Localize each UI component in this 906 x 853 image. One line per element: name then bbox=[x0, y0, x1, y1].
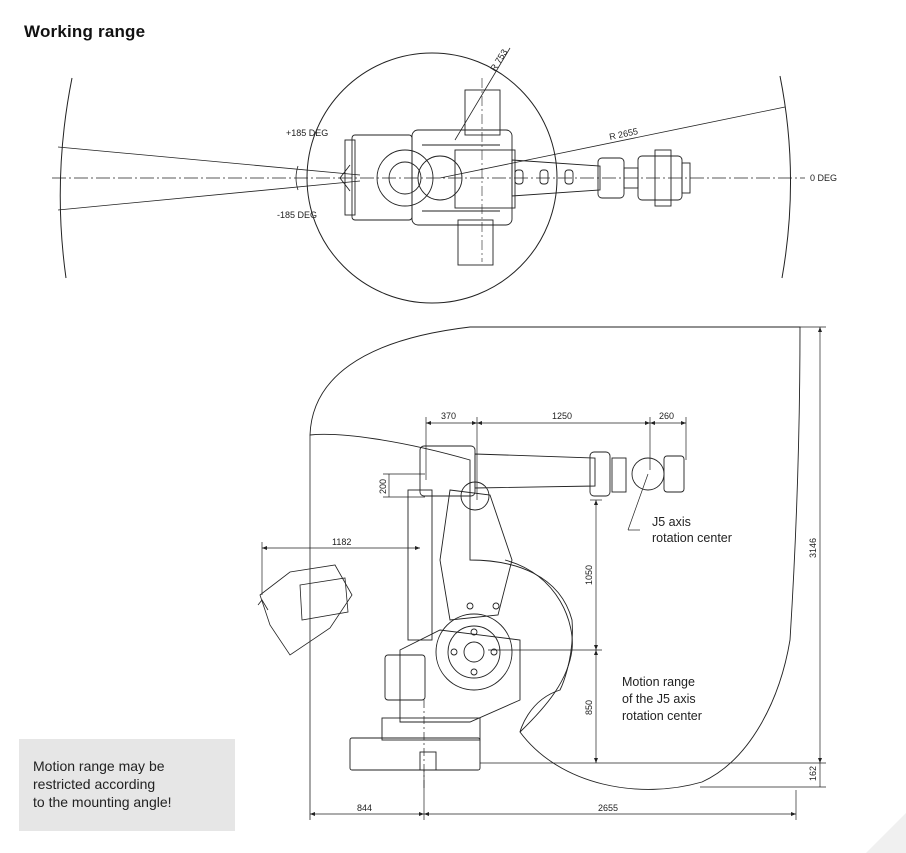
angle-negative-label: -185 DEG bbox=[277, 210, 317, 220]
dim-2655: 2655 bbox=[598, 803, 618, 813]
mounting-note-box: Motion range may be restricted according… bbox=[19, 739, 235, 831]
j5-center-label-line1: J5 axis bbox=[652, 515, 691, 529]
dimension-lines bbox=[261, 326, 826, 820]
motion-range-label: Motion range of the J5 axis rotation cen… bbox=[622, 675, 702, 723]
robot-rear-ghost bbox=[257, 564, 353, 656]
dimension-arrows bbox=[262, 327, 822, 816]
angle-positive-label: +185 DEG bbox=[286, 128, 328, 138]
angle-line-negative bbox=[57, 180, 361, 211]
motion-range-label-line2: of the J5 axis bbox=[622, 692, 696, 706]
outer-envelope bbox=[309, 326, 801, 790]
radius-line-outer bbox=[439, 106, 786, 179]
robot-side-view bbox=[349, 445, 685, 771]
dim-162: 162 bbox=[808, 766, 818, 781]
dim-1050: 1050 bbox=[584, 565, 594, 585]
dim-260: 260 bbox=[659, 411, 674, 421]
dim-200: 200 bbox=[378, 479, 388, 494]
dim-3146: 3146 bbox=[808, 538, 818, 558]
top-view: +185 DEG -185 DEG 0 DEG R 2655 R 753 bbox=[52, 47, 837, 304]
side-view: 370 1250 260 200 1182 1050 850 3146 162 … bbox=[257, 326, 826, 820]
mounting-note-text: Motion range may be restricted according… bbox=[33, 758, 172, 810]
angle-arc bbox=[295, 165, 299, 191]
j5-center-label: J5 axis rotation center bbox=[652, 515, 732, 545]
outer-arc-right bbox=[779, 75, 792, 279]
j5-inner-motion-arc bbox=[504, 559, 573, 733]
dim-370: 370 bbox=[441, 411, 456, 421]
page-title: Working range bbox=[24, 22, 146, 41]
angle-line-positive bbox=[57, 146, 361, 176]
radius-inner-label: R 753 bbox=[488, 47, 509, 73]
page-corner bbox=[866, 813, 906, 853]
dim-850: 850 bbox=[584, 700, 594, 715]
j5-center-label-line2: rotation center bbox=[652, 531, 732, 545]
dim-844: 844 bbox=[357, 803, 372, 813]
radius-outer-label: R 2655 bbox=[608, 126, 638, 142]
robot-top-view bbox=[339, 78, 691, 266]
motion-range-label-line3: rotation center bbox=[622, 709, 702, 723]
radius-line-inner bbox=[454, 47, 511, 141]
angle-zero-label: 0 DEG bbox=[810, 173, 837, 183]
dim-1182: 1182 bbox=[332, 537, 351, 547]
motion-range-label-line1: Motion range bbox=[622, 675, 695, 689]
dim-1250: 1250 bbox=[552, 411, 572, 421]
